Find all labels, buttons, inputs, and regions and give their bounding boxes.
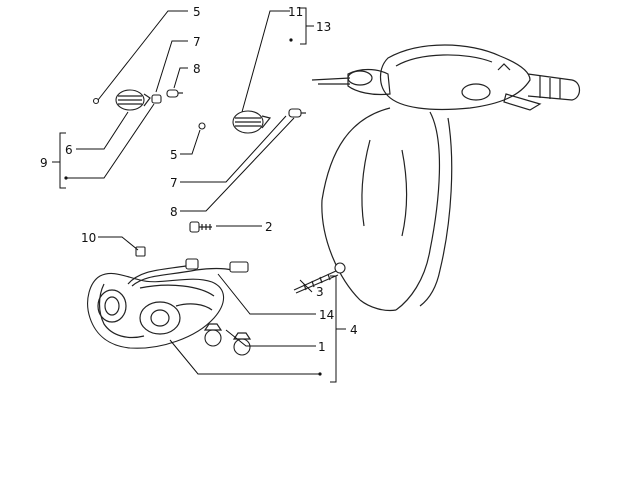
callout-9: 9 [40,156,48,170]
callout-14: 14 [319,308,334,322]
headlamp-unit [87,272,225,349]
right-turn-indicator [232,110,272,134]
callout-7-mid: 7 [170,176,178,190]
left-indicator-bulb-socket [151,94,162,104]
callout-5-top: 5 [193,5,201,19]
callout-7-top: 7 [193,35,201,49]
left-indicator-bulb [166,89,183,98]
callout-1: 1 [318,340,326,354]
headlamp-bulbs [203,323,252,356]
headlamp-screw-long [293,262,346,294]
callout-10: 10 [81,231,96,245]
right-indicator-bulb [288,108,306,118]
callout-8-top: 8 [193,62,201,76]
callout-11: 11 [288,5,303,19]
callout-4: 4 [350,323,358,337]
headlamp-wiring [127,258,249,287]
callout-2: 2 [265,220,273,234]
handlebar-assembly [311,44,581,312]
callout-13: 13 [316,20,331,34]
clip-nut [135,246,146,257]
callout-6: 6 [65,143,73,157]
leader-lines [52,7,346,383]
callout-5-mid: 5 [170,148,178,162]
left-indicator-screw [92,97,100,105]
leader-dots [64,38,322,376]
left-turn-indicator [115,89,151,111]
headlamp-screw-short [189,221,212,233]
callout-3: 3 [316,285,324,299]
right-indicator-screw [198,122,206,130]
callout-8-mid: 8 [170,205,178,219]
